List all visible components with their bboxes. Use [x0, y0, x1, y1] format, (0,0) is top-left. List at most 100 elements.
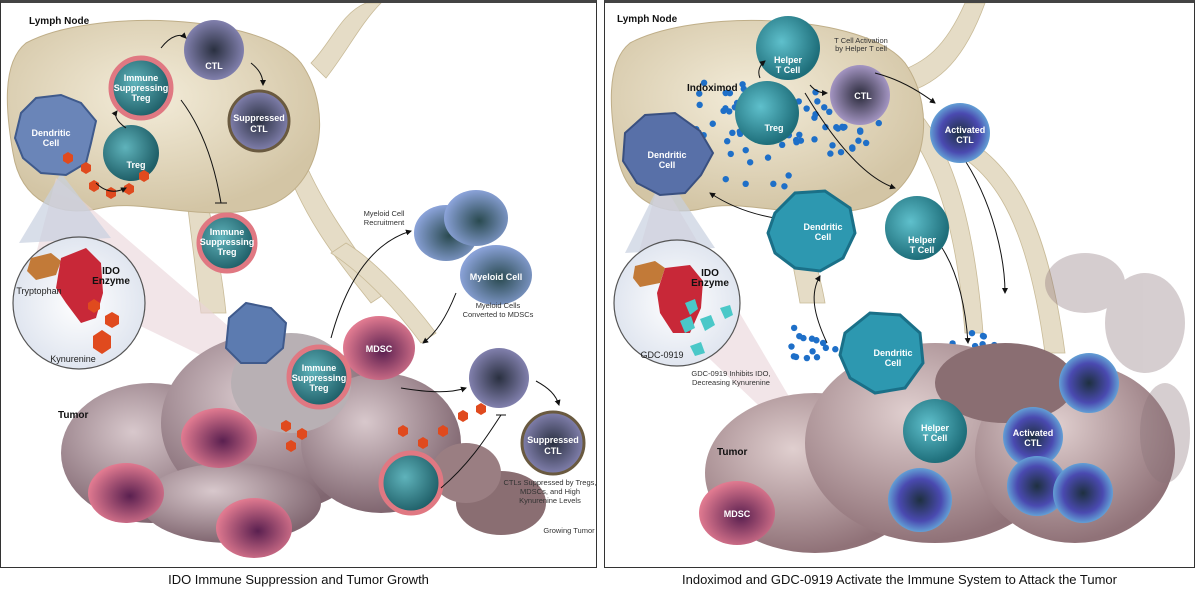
suppressed-ctl-lymph: Suppressed CTL [227, 89, 291, 153]
svg-text:Suppressed: Suppressed [233, 113, 285, 123]
svg-text:CTL: CTL [250, 124, 268, 134]
indoximod-dot [822, 123, 829, 131]
immune-suppressing-treg-lymph: Immune Suppressing Treg [108, 55, 174, 121]
indoximod-dot [803, 105, 810, 112]
svg-text:CTL: CTL [205, 61, 223, 71]
mdsc-cell-right: MDSC [699, 481, 775, 545]
indoximod-dot [742, 146, 749, 154]
svg-text:Treg: Treg [126, 160, 145, 170]
indoximod-dot [746, 159, 754, 166]
activated-ctl-tumor: Activated CTL [1003, 407, 1063, 467]
svg-text:Cell: Cell [43, 138, 60, 148]
immune-suppressing-treg-tumor: Immune Suppressing Treg [286, 344, 352, 410]
indoximod-dot [819, 339, 827, 347]
mdsc-cell-left: MDSC [343, 316, 415, 380]
svg-text:Cell: Cell [885, 358, 902, 368]
ctl-cell-tumor [469, 348, 529, 408]
indoximod-dot [727, 150, 734, 158]
lymph-node-label: Lymph Node [29, 16, 90, 27]
dendritic-cell-tumor [224, 301, 288, 364]
svg-text:Dendritic: Dendritic [647, 150, 686, 160]
indoximod-dot [722, 175, 729, 183]
svg-text:Cell: Cell [815, 232, 832, 242]
ctl-cell-lymph: CTL [184, 20, 244, 80]
indoximod-dot [826, 108, 833, 116]
svg-text:Myeloid Cells: Myeloid Cells [476, 301, 521, 310]
svg-text:MDSCs, and High: MDSCs, and High [520, 487, 580, 496]
svg-text:CTLs Suppressed by Tregs,: CTLs Suppressed by Tregs, [504, 478, 597, 487]
mdsc-cells-unlabeled [88, 408, 292, 558]
svg-text:CTL: CTL [854, 91, 872, 101]
svg-text:Suppressing: Suppressing [200, 237, 255, 247]
lymph-node-label-right: Lymph Node [617, 14, 678, 25]
indoximod-dot [822, 344, 830, 352]
lymph-vessels [185, 3, 437, 344]
svg-text:Helper: Helper [774, 55, 803, 65]
dendritic-cell-left: Dendritic Cell [13, 93, 98, 177]
right-panel-indoximod-gdc0919: Lymph Node Indoximod Helper T Cell Treg … [604, 0, 1195, 568]
svg-text:Myeloid Cell: Myeloid Cell [470, 272, 523, 282]
svg-text:IDO: IDO [701, 268, 719, 279]
svg-text:Treg: Treg [764, 123, 783, 133]
indoximod-dot [770, 180, 777, 188]
indoximod-dot [821, 104, 828, 111]
treg-cell-tumor [378, 450, 444, 516]
svg-text:MDSC: MDSC [724, 509, 751, 519]
svg-text:Tryptophan: Tryptophan [16, 286, 61, 296]
svg-text:Treg: Treg [217, 247, 236, 257]
indoximod-dot [796, 332, 803, 340]
svg-text:Treg: Treg [309, 383, 328, 393]
indoximod-dot [837, 148, 845, 156]
indoximod-dot [857, 128, 864, 135]
indoximod-dot [781, 183, 788, 190]
svg-text:Suppressed: Suppressed [527, 435, 579, 445]
svg-text:CTL: CTL [956, 135, 974, 145]
ctl-cell-right: CTL [830, 65, 890, 125]
svg-text:Helper: Helper [908, 235, 937, 245]
svg-text:Kynurenine Levels: Kynurenine Levels [519, 496, 581, 505]
indoximod-dot [811, 136, 818, 143]
activated-ctl-cells [888, 353, 1119, 532]
indoximod-dot [709, 120, 716, 127]
treg-cell-lymph: Treg [103, 125, 159, 181]
svg-text:T Cell: T Cell [923, 433, 948, 443]
indoximod-dot [722, 89, 729, 97]
tumor-label: Tumor [58, 410, 88, 421]
indoximod-dot [849, 145, 856, 152]
indoximod-dot [696, 101, 703, 109]
svg-text:Dendritic: Dendritic [803, 222, 842, 232]
immune-suppressing-treg-vessel: Immune Suppressing Treg [196, 212, 258, 274]
svg-text:Immune: Immune [124, 73, 159, 83]
left-panel-ido-suppression: Lymph Node Immune Suppressing Treg CTL S… [0, 0, 597, 568]
indoximod-dot [841, 123, 848, 131]
indoximod-dot [875, 119, 882, 127]
svg-text:Recruitment: Recruitment [364, 218, 405, 227]
helper-t-cell-lymph: Helper T Cell [756, 16, 820, 80]
dendritic-cell-lymph-right: Dendritic Cell [621, 111, 715, 197]
indoximod-dot [968, 329, 976, 337]
left-panel-caption: IDO Immune Suppression and Tumor Growth [168, 572, 429, 587]
indoximod-dot [729, 129, 736, 137]
indoximod-dot [855, 137, 862, 144]
tumor-debris [1045, 253, 1190, 483]
indoximod-dot [834, 125, 842, 132]
svg-text:T Cell Activation: T Cell Activation [834, 36, 888, 45]
indoximod-dot [813, 337, 820, 344]
helper-t-cell-tumor: Helper T Cell [903, 399, 967, 463]
svg-text:GDC-0919 Inhibits IDO,: GDC-0919 Inhibits IDO, [691, 369, 770, 378]
indoximod-dot [832, 346, 839, 353]
indoximod-dot [827, 150, 834, 157]
kynurenine-molecules [63, 152, 149, 199]
indoximod-dot [809, 348, 816, 355]
dendritic-cell-tumor-right: Dendritic Cell [838, 311, 925, 395]
myeloid-cells: Myeloid Cell [414, 190, 532, 305]
svg-text:Dendritic: Dendritic [873, 348, 912, 358]
helper-t-cell-vessel: Helper T Cell [885, 196, 949, 260]
svg-text:Growing Tumor: Growing Tumor [543, 526, 595, 535]
indoximod-dot [700, 79, 708, 87]
indoximod-dot [797, 137, 805, 144]
indoximod-label: Indoximod [687, 83, 738, 94]
indoximod-dot [792, 353, 800, 361]
indoximod-dot [764, 154, 772, 161]
indoximod-dot [790, 324, 798, 332]
